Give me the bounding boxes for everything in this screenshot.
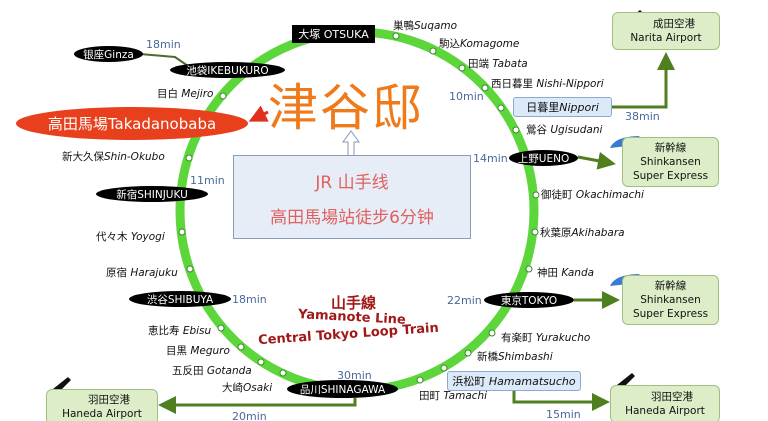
info-line-2: 高田馬場站徒步6分钟 (270, 208, 434, 228)
station-label: 原宿 Harajuku (106, 267, 178, 279)
red-pointer-arrow (248, 105, 269, 122)
station-label: 新橋Shimbashi (477, 351, 553, 363)
station-takadanobaba[interactable]: 高田馬場Takadanobaba (16, 107, 248, 140)
station-label: 神田 Kanda (537, 267, 595, 279)
station-hamamatsucho[interactable]: 浜松町 Hamamatsucho (447, 371, 581, 391)
station-label: 駒込Komagome (439, 38, 520, 50)
shinagawa-haneda-route (158, 396, 357, 414)
haneda-en: Haneda Airport (625, 405, 705, 417)
hamamatsucho-en: Hamamatsucho (488, 374, 576, 388)
hollow-up-arrow (342, 130, 360, 155)
shinkansen-jp: 新幹線 (654, 280, 687, 292)
time-ueno: 14min (473, 152, 508, 165)
time-haneda-hamamatsucho: 15min (546, 408, 581, 421)
station-tokyo[interactable]: 東京TOKYO (484, 292, 574, 308)
destination-haneda-airport-right[interactable]: 羽田空港 Haneda Airport (610, 385, 720, 421)
station-label: 鶯谷 Ugisudani (526, 124, 603, 136)
haneda-jp: 羽田空港 (88, 394, 130, 406)
time-shinjuku: 11min (190, 174, 225, 187)
station-label: 田端 Tabata (468, 58, 528, 70)
narita-jp: 成田空港 (653, 18, 695, 30)
station-label: 目黒 Meguro (166, 345, 230, 357)
shinkansen-sub: Super Express (632, 170, 709, 182)
station-ginza[interactable]: 银座Ginza (74, 46, 143, 62)
station-dots (178, 32, 540, 384)
station-label: 田町 Tamachi (419, 390, 488, 402)
time-ginza: 18min (146, 38, 181, 51)
nippori-en: Nippori (559, 100, 599, 114)
station-ueno[interactable]: 上野UENO (509, 150, 578, 166)
hamamatsucho-haneda-route (512, 389, 610, 411)
haneda-en: Haneda Airport (62, 408, 142, 420)
station-shinjuku[interactable]: 新宿SHINJUKU (96, 186, 208, 202)
line-name-jp: 山手線 (331, 294, 377, 312)
station-label: 秋葉原Akihabara (540, 227, 625, 239)
station-label: 西日暮里 Nishi-Nippori (491, 78, 604, 90)
time-haneda-shinagawa: 20min (232, 410, 267, 421)
destination-narita-airport[interactable]: 成田空港 Narita Airport (612, 12, 720, 50)
destination-haneda-airport-left[interactable]: 羽田空港 Haneda Airport (46, 389, 158, 421)
narita-route (611, 52, 675, 109)
shinkansen-jp: 新幹線 (654, 142, 687, 154)
station-label: 目白 Mejiro (157, 88, 214, 100)
shinkansen-en: Shinkansen (640, 156, 701, 168)
narita-en: Narita Airport (630, 32, 702, 44)
nippori-jp: 日暮里 (526, 101, 560, 114)
haneda-jp: 羽田空港 (651, 391, 693, 403)
station-label: 巣鴨Suqamo (393, 20, 458, 32)
time-nippori: 10min (449, 90, 484, 103)
station-label: 御徒町 Okachimachi (541, 189, 644, 201)
info-line-1: JR 山手线 (315, 173, 389, 193)
ginza-route (139, 53, 189, 67)
time-shinagawa: 30min (337, 369, 372, 382)
hamamatsucho-jp: 浜松町 (452, 375, 486, 388)
station-shibuya[interactable]: 渋谷SHIBUYA (129, 291, 231, 307)
station-label: 有楽町 Yurakucho (501, 332, 591, 344)
station-otsuka[interactable]: 大塚 OTSUKA (292, 25, 375, 43)
ueno-shinkansen-route (577, 151, 616, 170)
station-ikebukuro[interactable]: 池袋IKEBUKURO (170, 62, 285, 78)
station-label: 恵比寿 Ebisu (148, 325, 212, 337)
info-box: JR 山手线 高田馬場站徒步6分钟 (233, 155, 471, 239)
shinkansen-en: Shinkansen (640, 294, 701, 306)
station-label: 大崎Osaki (222, 382, 273, 394)
station-shinagawa[interactable]: 品川SHINAGAWA (287, 380, 398, 398)
station-label: 五反田 Gotanda (172, 365, 252, 377)
time-narita: 38min (625, 110, 660, 123)
station-label: 新大久保Shin-Okubo (62, 151, 165, 163)
time-shibuya: 18min (232, 293, 267, 306)
shinkansen-sub: Super Express (632, 308, 709, 320)
page-title: 津谷邸 (268, 79, 424, 137)
station-label: 代々木 Yoyogi (96, 231, 165, 243)
time-tokyo: 22min (447, 294, 482, 307)
